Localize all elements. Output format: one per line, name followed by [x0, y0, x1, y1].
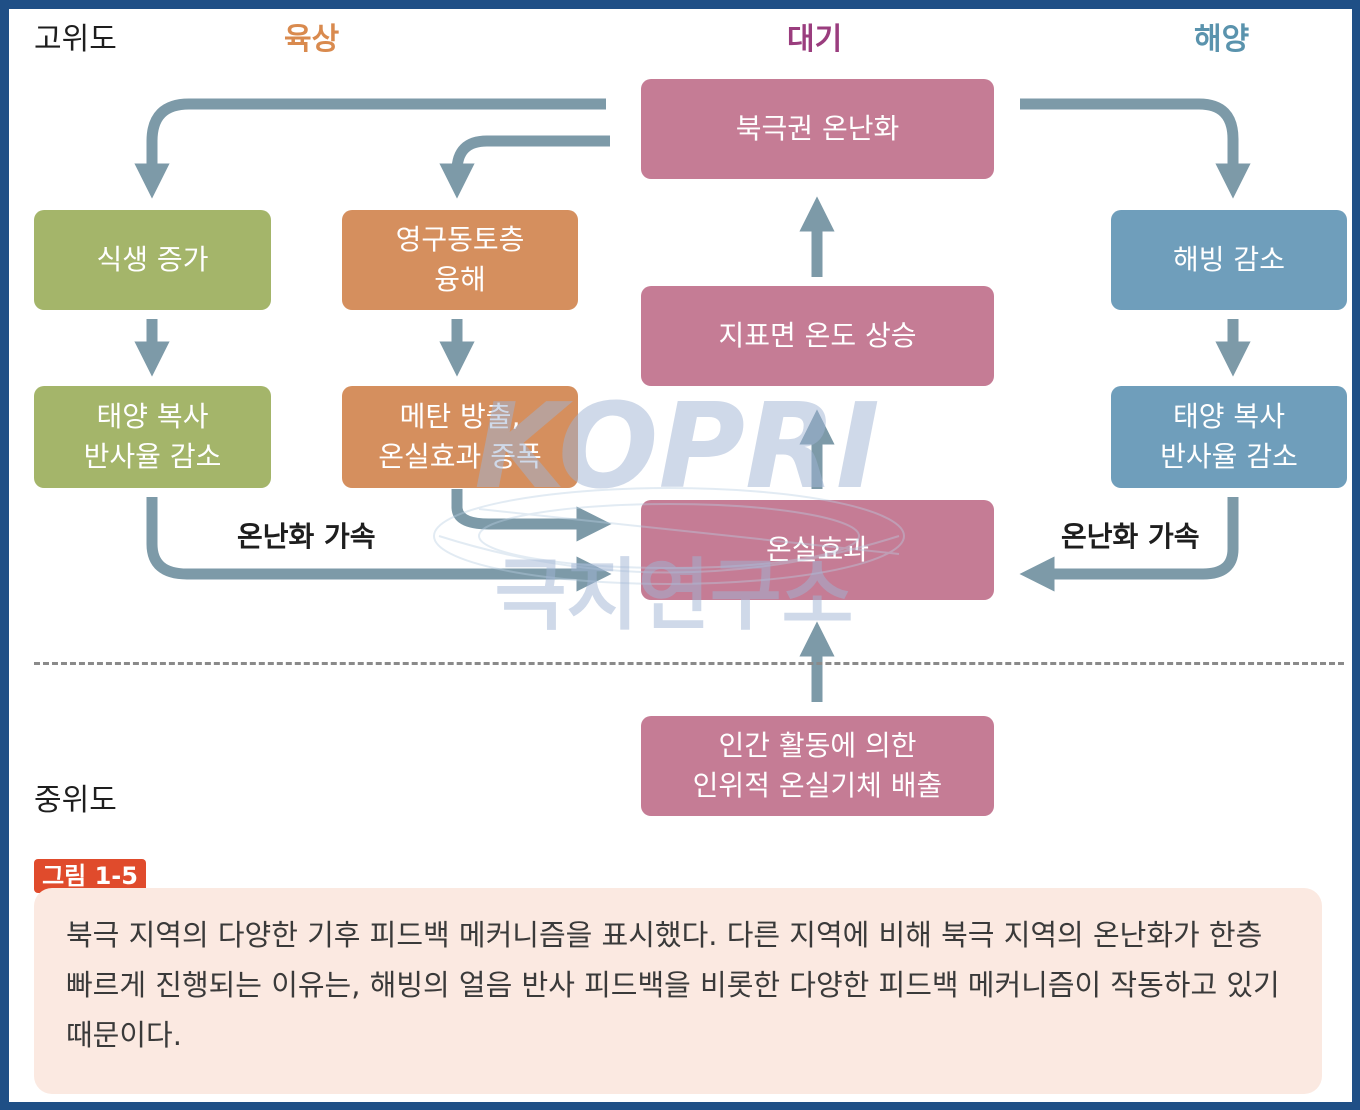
arrow-land-albedo-to-greenhouse: [146, 497, 612, 592]
warming-acceleration-label-right: 온난화 가속: [1061, 520, 1200, 553]
arrow-arctic-to-permafrost: [439, 135, 610, 199]
box-permafrost-thaw: 영구동토층 융해: [342, 210, 578, 310]
latitude-divider: [34, 662, 1344, 665]
box-land-albedo-decrease: 태양 복사 반사율 감소: [34, 386, 271, 488]
box-surface-temperature-rise: 지표면 온도 상승: [641, 286, 994, 386]
box-greenhouse-effect: 온실효과: [641, 500, 994, 600]
arrow-arctic-to-seaice: [1020, 98, 1251, 199]
box-vegetation-increase: 식생 증가: [34, 210, 271, 310]
region-label-land: 육상: [284, 22, 340, 57]
region-label-mid-latitude: 중위도: [34, 783, 117, 818]
warming-acceleration-label-left: 온난화 가속: [237, 520, 376, 553]
box-arctic-warming: 북극권 온난화: [641, 79, 994, 179]
arrow-layer: [134, 98, 1251, 702]
caption-text: 북극 지역의 다양한 기후 피드백 메커니즘을 표시했다. 다른 지역에 비해 …: [66, 918, 1280, 1052]
region-label-ocean: 해양: [1194, 22, 1250, 57]
arrow-ocean-albedo-to-greenhouse: [1019, 497, 1239, 592]
box-sea-ice-decrease: 해빙 감소: [1111, 210, 1347, 310]
region-label-high-latitude: 고위도: [34, 22, 117, 57]
figure-number-tag: 그림 1-5: [34, 859, 146, 893]
arrow-methane-to-greenhouse: [451, 489, 612, 542]
box-ocean-albedo-decrease: 태양 복사 반사율 감소: [1111, 386, 1347, 488]
box-methane-release: 메탄 방출, 온실효과 증폭: [342, 386, 578, 488]
caption-box: 북극 지역의 다양한 기후 피드백 메커니즘을 표시했다. 다른 지역에 비해 …: [34, 888, 1322, 1094]
box-human-emissions: 인간 활동에 의한 인위적 온실기체 배출: [641, 716, 994, 816]
region-label-atmosphere: 대기: [787, 22, 843, 57]
arrow-arctic-to-vegetation: [134, 98, 606, 199]
figure-page: 고위도 육상 대기 해양 북극권 온난화 식생 증가 영구동토층 융해 해빙 감…: [9, 9, 1352, 1102]
